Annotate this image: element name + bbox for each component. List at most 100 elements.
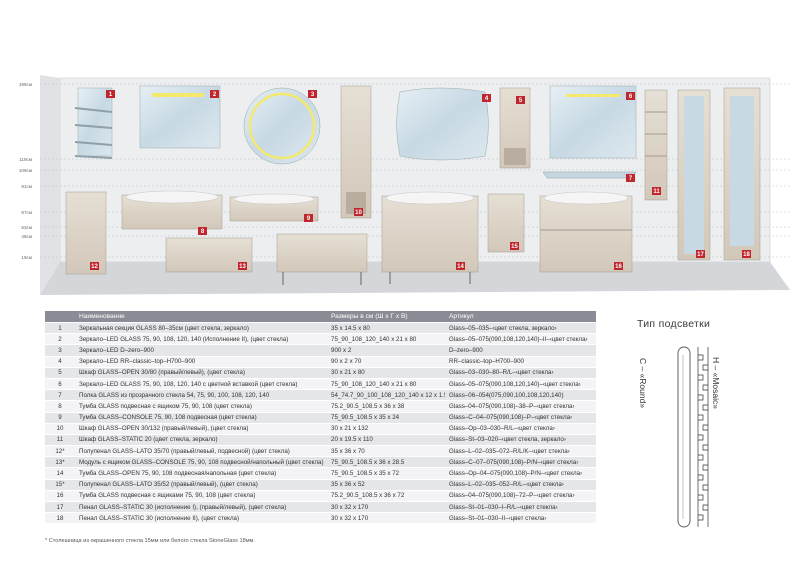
row-size: 30 x 21 x 80: [327, 366, 445, 379]
item-badge: [106, 90, 115, 98]
item-5-open-cabinet: [499, 87, 531, 169]
row-sku: Glass–L–02–035–072–R/L/K–‹цвет стекла›: [445, 445, 596, 457]
height-mark: 199см: [19, 82, 32, 87]
row-name: Зеркало–LED D–zero–900: [75, 344, 327, 357]
height-mark: 48см: [21, 234, 32, 239]
row-name: Шкаф GLASS–OPEN 30/80 (правый/левый), (ц…: [75, 366, 327, 379]
row-num: 9: [45, 411, 75, 424]
row-size: 30 x 32 x 170: [327, 500, 445, 513]
item-badge-label: 14: [457, 264, 464, 270]
item-badge-label: 2: [213, 92, 217, 98]
item-badge: [626, 174, 635, 182]
row-name: Полка GLASS из прозрачного стекла 54, 75…: [75, 389, 327, 401]
item-badge: [742, 250, 751, 258]
row-sku: Glass–C–04–075(090,108)–P–‹цвет стекла›: [445, 411, 596, 424]
row-num: 15*: [45, 478, 75, 491]
row-name: Тумба GLASS–OPEN 75, 90, 108 подвесная/н…: [75, 467, 327, 480]
row-size: 75_90.5_108.5 x 35 x 72: [327, 467, 445, 480]
row-size: 75.2_90.5_108.5 x 36 x 72: [327, 489, 445, 502]
row-name: Тумба GLASS подвесная с ящиками 75, 90, …: [75, 489, 327, 502]
mosaic-label: H – «Mosaic»: [710, 357, 721, 409]
row-num: 1: [45, 321, 75, 334]
row-sku: Glass–Op–04–075(090,108)–P/N–‹цвет стекл…: [445, 467, 596, 480]
row-size: 900 x 2: [327, 344, 445, 357]
item-badge-label: 5: [519, 98, 523, 104]
header-size: Размеры в см (Ш x Г x В): [327, 311, 445, 323]
item-1-mirror-section: [74, 87, 113, 159]
row-size: 54_74.7_90_100_108_120_140 x 12 x 1.5: [327, 389, 445, 401]
row-name: Полупенал GLASS–LATO 35/52 (правый/левый…: [75, 478, 327, 491]
row-size: 35 x 36 x 52: [327, 478, 445, 491]
height-mark: 19см: [21, 255, 32, 260]
item-2-led-mirror: [139, 85, 221, 149]
item-8-vanity-drawer: [121, 190, 223, 230]
table-row: 12*Полупенал GLASS–LATO 35/70 (правый/ле…: [45, 445, 596, 457]
item-badge-label: 16: [615, 264, 622, 270]
item-badge: [456, 262, 465, 270]
item-badge-label: 10: [355, 210, 362, 216]
row-name: Зеркало–LED RR–classic–top–H700–900: [75, 355, 327, 368]
item-badge: [198, 227, 207, 235]
row-name: Тумба GLASS–CONSOLE 75, 90, 108 подвесна…: [75, 411, 327, 424]
item-14-open-vanity: [381, 191, 479, 284]
lighting-types-graphic: [677, 346, 709, 528]
item-badge: [482, 94, 491, 102]
item-badge: [516, 96, 525, 104]
row-num: 14: [45, 467, 75, 480]
item-badge: [354, 208, 363, 216]
row-num: 12*: [45, 445, 75, 457]
item-badge: [510, 242, 519, 250]
row-num: 16: [45, 489, 75, 502]
header-num: [45, 311, 75, 323]
row-sku: Glass–St–01–030–I–R/L–‹цвет стекла›: [445, 500, 596, 513]
item-badge: [304, 214, 313, 222]
left-wall: [40, 75, 60, 295]
row-num: 6: [45, 377, 75, 390]
row-sku: Glass–05–035–‹цвет стекла, зеркало›: [445, 321, 596, 334]
row-sku: Glass–St–03–020–‹цвет стекла, зеркало›: [445, 433, 596, 446]
height-mark: 91см: [21, 184, 32, 189]
item-badge: [696, 250, 705, 258]
row-sku: Glass–C–07–075(090,108)–P/N–‹цвет стекла…: [445, 456, 596, 468]
row-sku: Glass–04–075(090,108)–72–P–‹цвет стекла›: [445, 489, 596, 502]
row-num: 11: [45, 433, 75, 446]
item-13-console-module-b: [276, 233, 368, 285]
item-badge-label: 8: [201, 229, 205, 235]
item-9-console-vanity: [229, 193, 319, 222]
row-num: 2: [45, 333, 75, 345]
table-header-row: Наименование Размеры в см (Ш x Г x В) Ар…: [45, 311, 596, 323]
row-sku: Glass–Op–03–030–R/L–‹цвет стекла›: [445, 422, 596, 435]
catalog-table: Наименование Размеры в см (Ш x Г x В) Ар…: [45, 311, 596, 524]
mosaic-light-icon: [697, 347, 709, 527]
row-num: 10: [45, 422, 75, 435]
item-4-classic-mirror: [396, 87, 489, 161]
row-size: 75.2_90.5_108.5 x 36 x 38: [327, 400, 445, 412]
row-sku: Glass–L–02–035–052–R/L–‹цвет стекла›: [445, 478, 596, 491]
height-mark: 109см: [19, 168, 32, 173]
item-11-static-cabinet: [644, 89, 668, 201]
item-badge-label: 15: [511, 244, 518, 250]
row-num: 13*: [45, 456, 75, 468]
item-badge: [614, 262, 623, 270]
row-num: 18: [45, 512, 75, 524]
item-badge: [308, 90, 317, 98]
header-name: Наименование: [75, 311, 327, 323]
row-sku: Glass–St–01–030–II–‹цвет стекла›: [445, 512, 596, 524]
item-badge-label: 3: [311, 92, 315, 98]
item-badge: [238, 262, 247, 270]
item-badge-label: 4: [485, 96, 489, 102]
row-size: 30 x 21 x 132: [327, 422, 445, 435]
item-16-vanity-drawers: [539, 191, 633, 273]
item-badge-label: 1: [109, 92, 113, 98]
row-name: Шкаф GLASS–STATIC 20 (цвет стекла, зерка…: [75, 433, 327, 446]
row-size: 75_90.5_108.5 x 35 x 24: [327, 411, 445, 424]
